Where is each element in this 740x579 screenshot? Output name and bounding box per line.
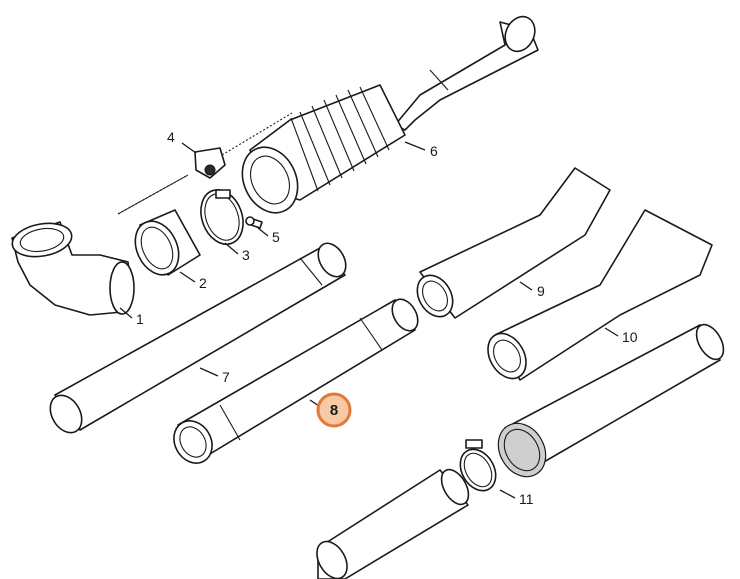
- part-11-clamp[interactable]: [453, 439, 503, 497]
- highlight-callout-8[interactable]: 8: [316, 392, 352, 428]
- leader-lines: [119, 141, 619, 499]
- label-7: 7: [222, 369, 230, 385]
- label-4: 4: [167, 129, 175, 145]
- part-4-bracket[interactable]: [194, 147, 226, 179]
- part-5-screw[interactable]: [245, 216, 263, 229]
- part-3-clamp[interactable]: [194, 184, 251, 250]
- label-10: 10: [622, 329, 638, 345]
- label-6: 6: [430, 143, 438, 159]
- part-7-tube[interactable]: [44, 238, 352, 438]
- label-5: 5: [272, 229, 280, 245]
- spring-left: [117, 174, 189, 215]
- part-1-elbow[interactable]: [10, 219, 135, 316]
- label-8: 8: [330, 402, 338, 419]
- label-3: 3: [242, 247, 250, 263]
- part-9-nozzle[interactable]: [410, 167, 611, 323]
- nozzle-tube-assembly[interactable]: [489, 320, 729, 485]
- part-labels: 1 2 3 4 5 6 7 9 10 11: [136, 129, 638, 507]
- part-2-connector[interactable]: [127, 209, 201, 282]
- part-6-flex-tube[interactable]: [232, 12, 540, 222]
- label-2: 2: [199, 275, 207, 291]
- spring-right: [221, 112, 293, 156]
- label-11: 11: [519, 491, 534, 507]
- label-9: 9: [537, 283, 545, 299]
- extension-tube[interactable]: [311, 465, 474, 579]
- part-8-tube[interactable]: [166, 295, 423, 470]
- label-1: 1: [136, 311, 144, 327]
- part-10-flat-nozzle[interactable]: [480, 209, 713, 385]
